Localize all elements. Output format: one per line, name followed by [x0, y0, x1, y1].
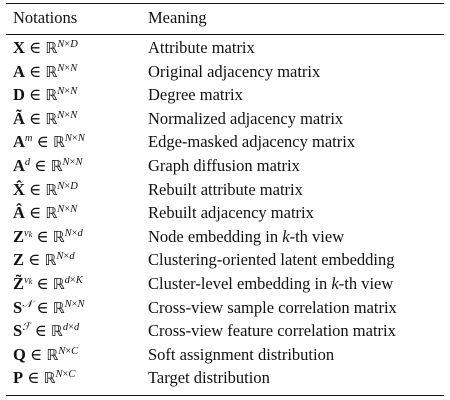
- notation-cell: Z̃vk ∈ ℝd×K: [13, 273, 83, 293]
- meaning-cell: Original adjacency matrix: [148, 61, 321, 81]
- meaning-cell: Graph diffusion matrix: [148, 155, 300, 175]
- meaning-cell: Cluster-level embedding in k-th view: [148, 273, 394, 293]
- notation-cell: Sℱ ∈ ℝd×d: [13, 321, 80, 341]
- table-row: D ∈ ℝN×N Degree matrix: [6, 83, 444, 107]
- table-row: Q ∈ ℝN×C Soft assignment distribution: [6, 343, 444, 367]
- meaning-cell: Edge-masked adjacency matrix: [148, 132, 356, 152]
- meaning-cell: Cross-view feature correlation matrix: [148, 321, 396, 341]
- meaning-cell: Degree matrix: [148, 85, 243, 105]
- meaning-cell: Rebuilt adjacency matrix: [148, 203, 314, 223]
- table-row: Zvk ∈ ℝN×d Node embedding in k-th view: [6, 225, 444, 249]
- table-row: X̂ ∈ ℝN×D Rebuilt attribute matrix: [6, 178, 444, 202]
- notation-cell: X ∈ ℝN×D: [13, 38, 78, 57]
- table-row: Z̃vk ∈ ℝd×K Cluster-level embedding in k-…: [6, 272, 444, 296]
- meaning-cell: Cross-view sample correlation matrix: [148, 297, 397, 317]
- table-body: X ∈ ℝN×D Attribute matrix A ∈ ℝN×N Original…: [6, 36, 444, 390]
- notation-cell: Am ∈ ℝN×N: [13, 132, 85, 152]
- notation-cell: Z ∈ ℝN×d: [13, 250, 75, 270]
- table-row: P ∈ ℝN×C Target distribution: [6, 366, 444, 390]
- table-row: Z ∈ ℝN×d Clustering-oriented latent embed…: [6, 248, 444, 272]
- table-header-rule: [6, 34, 444, 35]
- table-row: Am ∈ ℝN×N Edge-masked adjacency matrix: [6, 130, 444, 154]
- table-row: X ∈ ℝN×D Attribute matrix: [6, 36, 444, 60]
- meaning-cell: Target distribution: [148, 368, 270, 388]
- notation-cell: Zvk ∈ ℝN×d: [13, 226, 83, 246]
- notation-cell: D ∈ ℝN×N: [13, 85, 78, 105]
- table-row: Ã ∈ ℝN×N Normalized adjacency matrix: [6, 107, 444, 131]
- notation-cell: X̂ ∈ ℝN×D: [13, 179, 78, 199]
- table-row: Ad ∈ ℝN×N Graph diffusion matrix: [6, 154, 444, 178]
- meaning-cell: Normalized adjacency matrix: [148, 108, 344, 128]
- notation-cell: Â ∈ ℝN×N: [13, 203, 78, 223]
- notation-cell: Q ∈ ℝN×C: [13, 344, 79, 364]
- table-row: A ∈ ℝN×N Original adjacency matrix: [6, 60, 444, 84]
- notation-cell: P ∈ ℝN×C: [13, 368, 76, 388]
- table-header: Notations Meaning: [6, 8, 444, 32]
- notation-cell: A ∈ ℝN×N: [13, 61, 78, 81]
- meaning-cell: Clustering-oriented latent embedding: [148, 250, 395, 270]
- table-bottom-rule: [6, 395, 444, 397]
- meaning-cell: Node embedding in k-th view: [148, 226, 345, 246]
- meaning-cell: Attribute matrix: [148, 38, 255, 57]
- header-notations: Notations: [13, 8, 78, 27]
- table-top-rule: [6, 3, 444, 5]
- notation-cell: Ad ∈ ℝN×N: [13, 155, 83, 175]
- meaning-cell: Rebuilt attribute matrix: [148, 179, 303, 199]
- table-row: Sℱ ∈ ℝd×d Cross-view feature correlation …: [6, 319, 444, 343]
- table-row: Â ∈ ℝN×N Rebuilt adjacency matrix: [6, 201, 444, 225]
- notation-cell: S𝒩 ∈ ℝN×N: [13, 297, 85, 317]
- notation-cell: Ã ∈ ℝN×N: [13, 108, 78, 128]
- header-meaning: Meaning: [148, 8, 207, 27]
- table-row: S𝒩 ∈ ℝN×N Cross-view sample correlation m…: [6, 296, 444, 320]
- meaning-cell: Soft assignment distribution: [148, 344, 335, 364]
